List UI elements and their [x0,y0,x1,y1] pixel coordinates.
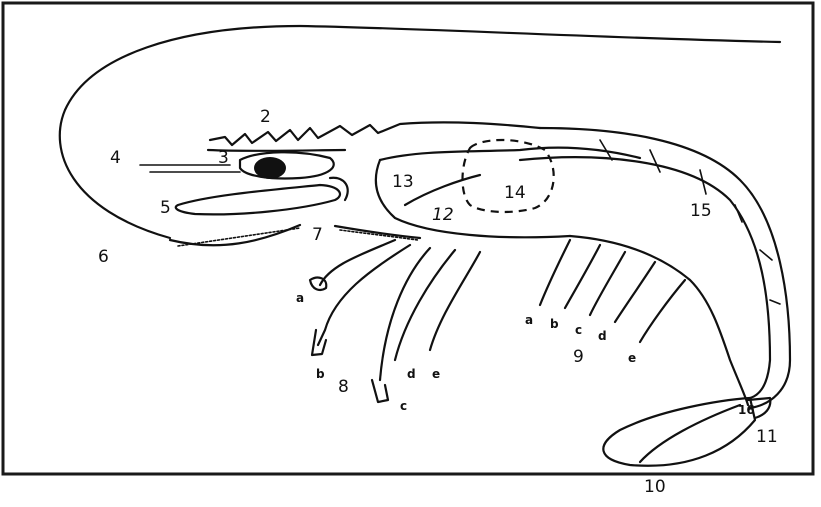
label-7: 7 [312,225,323,245]
label-13: 13 [392,172,414,192]
label-16: 16 [738,403,755,417]
pleopod-label-d: d [598,329,607,343]
pereiopod-d [395,250,455,360]
label-15: 15 [690,201,712,221]
label-8: 8 [338,377,349,397]
pleopod-a [540,240,570,305]
label-10: 10 [644,477,666,497]
pleopod-c [590,252,625,315]
third-maxilliped-hatch [335,226,420,238]
pleopod-label-a: a [525,313,533,327]
pereiopod-c [380,248,430,380]
chela-a [310,278,326,290]
label-2: 2 [260,107,271,127]
pleopod-label-e: e [628,351,636,365]
label-3: 3 [218,148,229,168]
label-11: 11 [756,427,778,447]
pleopod-e [640,280,685,342]
label-12: 12 [432,205,454,225]
pereiopod-b [318,245,410,345]
label-4: 4 [110,148,121,168]
cervical-groove [405,175,480,205]
pereiopod-label-b: b [316,367,325,381]
chela-c [372,380,388,402]
pleopod-label-b: b [550,317,559,331]
pleopod-label-c: c [575,323,582,337]
maxilliped-hatching [340,230,418,240]
antenna-base [170,225,300,245]
pereiopod-label-d: d [407,367,416,381]
label-14: 14 [504,183,526,203]
pleopod-b [565,245,600,308]
pereiopod-label-a: a [296,291,304,305]
label-6: 6 [98,247,109,267]
pereiopod-label-e: e [432,367,440,381]
uropod-inner [640,405,740,462]
pleopod-d [615,262,655,322]
eye-stalk [240,152,334,178]
label-9: 9 [573,347,584,367]
abdomen-ventral [570,236,748,405]
pereiopod-label-c: c [400,399,407,413]
label-5: 5 [160,198,171,218]
pereiopod-e [430,252,480,350]
antennal-scale [176,185,340,214]
